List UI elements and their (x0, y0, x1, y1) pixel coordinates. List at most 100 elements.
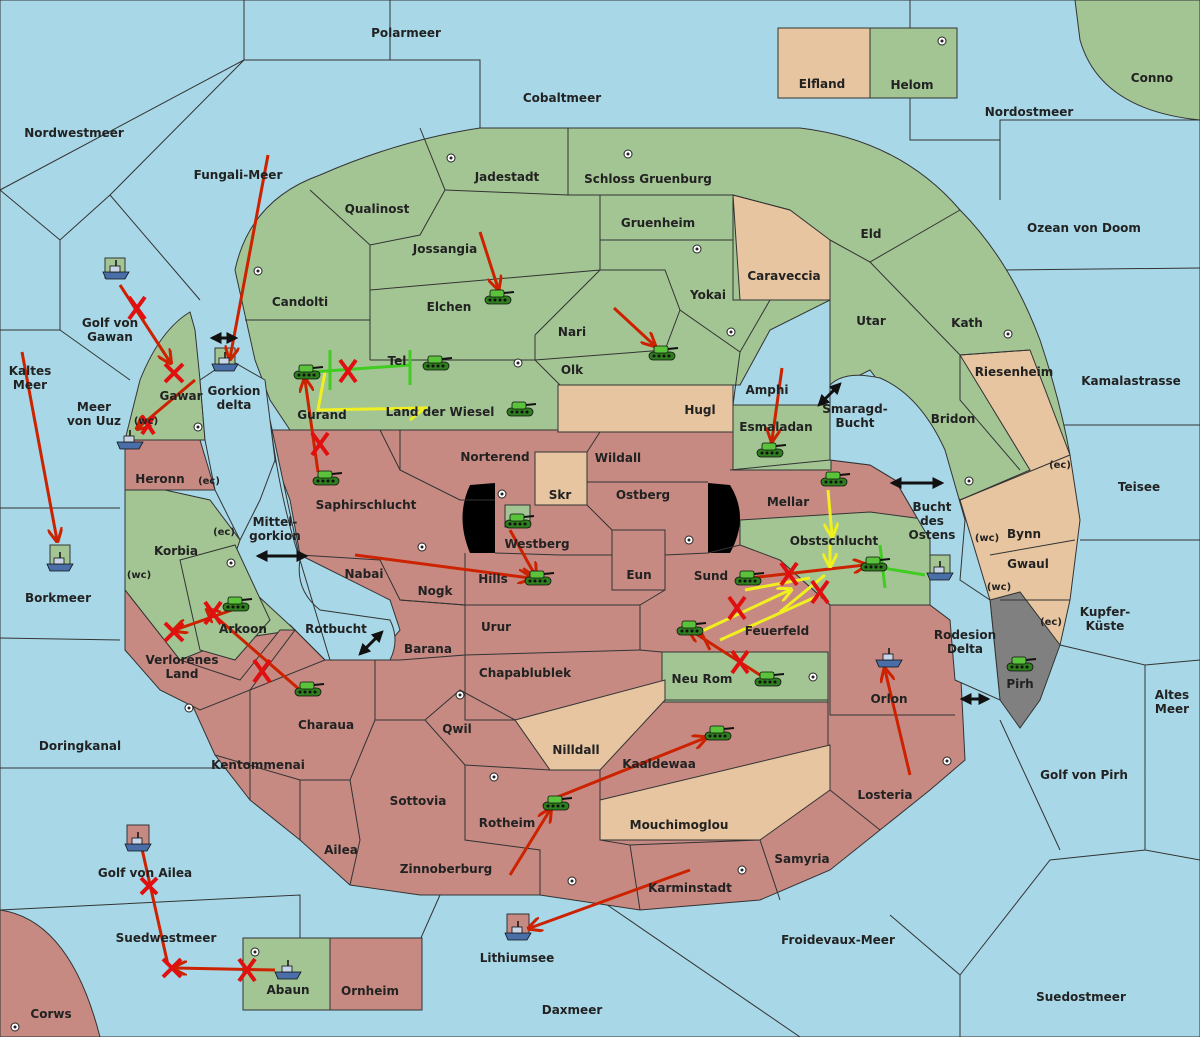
label-borkmeer: Borkmeer (25, 591, 91, 605)
label-korbia: Korbia (154, 544, 198, 558)
label-nabai: Nabai (345, 567, 384, 581)
label-karminstadt: Karminstadt (648, 881, 732, 895)
label-nilldall: Nilldall (552, 743, 599, 757)
label-wc-gawar: (wc) (134, 416, 158, 427)
label-suedwestmeer: Suedwestmeer (116, 931, 217, 945)
label-ailea: Ailea (324, 843, 358, 857)
region-hugl[interactable] (557, 384, 734, 433)
label-feuerfeld: Feuerfeld (745, 624, 810, 638)
label-samyria: Samyria (774, 852, 829, 866)
sea-inner-east (829, 374, 1001, 701)
region-neu-rom[interactable] (661, 651, 829, 703)
sea-gorkion (199, 359, 276, 542)
failed-orders (127, 295, 830, 983)
label-kupfer: Kupfer-Küste (1080, 605, 1130, 633)
label-kaaldewaa: Kaaldewaa (622, 757, 696, 771)
label-jossangia: Jossangia (412, 242, 477, 256)
supply-centers (10, 36, 1013, 1032)
label-esmaladan: Esmaladan (739, 420, 812, 434)
label-riesenheim: Riesenheim (975, 365, 1054, 379)
label-eun: Eun (626, 568, 651, 582)
label-qwil: Qwil (442, 722, 472, 736)
label-nari: Nari (558, 325, 586, 339)
label-elchen: Elchen (427, 300, 472, 314)
region-borders (214, 127, 1076, 911)
label-bynn: Bynn (1007, 527, 1041, 541)
label-neu-rom: Neu Rom (672, 672, 733, 686)
label-gruenheim: Gruenheim (621, 216, 695, 230)
label-saphirschlucht: Saphirschlucht (316, 498, 417, 512)
label-froidevaux: Froidevaux-Meer (781, 933, 895, 947)
region-arkoon[interactable] (179, 544, 271, 661)
label-amphi: Amphi (745, 383, 788, 397)
region-nilldall[interactable] (514, 679, 666, 771)
region-skr[interactable] (534, 451, 588, 506)
label-chapablublek: Chapablublek (479, 666, 572, 680)
region-verlorenes[interactable] (124, 588, 296, 711)
region-esmaladan[interactable] (732, 404, 832, 471)
label-fungali: Fungali-Meer (194, 168, 283, 182)
label-kentommenai: Kentommenai (211, 758, 305, 772)
label-wc-korbia: (wc) (127, 570, 151, 581)
label-lithiumsee: Lithiumsee (480, 951, 555, 965)
label-gawar: Gawar (159, 389, 202, 403)
label-losteria: Losteria (857, 788, 912, 802)
label-pirh: Pirh (1006, 677, 1033, 691)
label-ozean: Ozean von Doom (1027, 221, 1141, 235)
region-ornheim[interactable] (329, 937, 423, 1011)
region-east-tan[interactable] (959, 349, 1081, 646)
label-smaragd: Smaragd-Bucht (822, 402, 887, 430)
label-nogk: Nogk (418, 584, 454, 598)
continent (124, 127, 1081, 911)
label-ec-gwaul: (ec) (1040, 617, 1062, 628)
label-urur: Urur (481, 620, 511, 634)
label-mittelgorkion: Mittel-gorkion (249, 515, 301, 543)
label-tel: Tel (388, 354, 407, 368)
impassable-west-cap (462, 483, 495, 553)
labels: Polarmeer Cobaltmeer Elfland Helom Conno… (9, 26, 1189, 1021)
label-norterend: Norterend (460, 450, 529, 464)
label-ornheim: Ornheim (341, 984, 399, 998)
label-daxmeer: Daxmeer (542, 1003, 603, 1017)
label-westberg: Westberg (504, 537, 569, 551)
label-jadestadt: Jadestadt (474, 170, 540, 184)
label-land-wiesel: Land der Wiesel (386, 405, 495, 419)
label-teisee: Teisee (1118, 480, 1160, 494)
label-candolti: Candolti (272, 295, 328, 309)
label-schloss: Schloss Gruenburg (584, 172, 712, 186)
label-orlon: Orlon (870, 692, 907, 706)
label-wildall: Wildall (595, 451, 641, 465)
label-nordostmeer: Nordostmeer (985, 105, 1074, 119)
label-eld: Eld (861, 227, 882, 241)
label-golf-ailea: Golf von Ailea (98, 866, 192, 880)
label-ec-east: (ec) (1049, 460, 1071, 471)
label-wc-gwaul: (wc) (987, 582, 1011, 593)
region-corws[interactable] (0, 909, 101, 1037)
label-zinnoberburg: Zinnoberburg (400, 862, 492, 876)
orders (20, 154, 926, 970)
label-gwaul: Gwaul (1007, 557, 1049, 571)
label-gurand: Gurand (297, 408, 347, 422)
label-abaun: Abaun (266, 983, 309, 997)
label-golf-pirh: Golf von Pirh (1040, 768, 1128, 782)
label-heronn: Heronn (135, 472, 184, 486)
label-hills: Hills (478, 572, 508, 586)
label-helom: Helom (890, 78, 933, 92)
label-cobaltmeer: Cobaltmeer (523, 91, 601, 105)
label-charaua: Charaua (298, 718, 354, 732)
label-caraveccia: Caraveccia (747, 269, 820, 283)
label-mouchimoglou: Mouchimoglou (630, 818, 729, 832)
label-suedostmeer: Suedostmeer (1036, 990, 1126, 1004)
label-kath: Kath (951, 316, 983, 330)
label-ec-heronn: (ec) (198, 476, 220, 487)
canal-arrows (209, 332, 991, 705)
label-kamala: Kamalastrasse (1081, 374, 1181, 388)
label-barana: Barana (404, 642, 452, 656)
impassable-east-cap (708, 483, 740, 553)
